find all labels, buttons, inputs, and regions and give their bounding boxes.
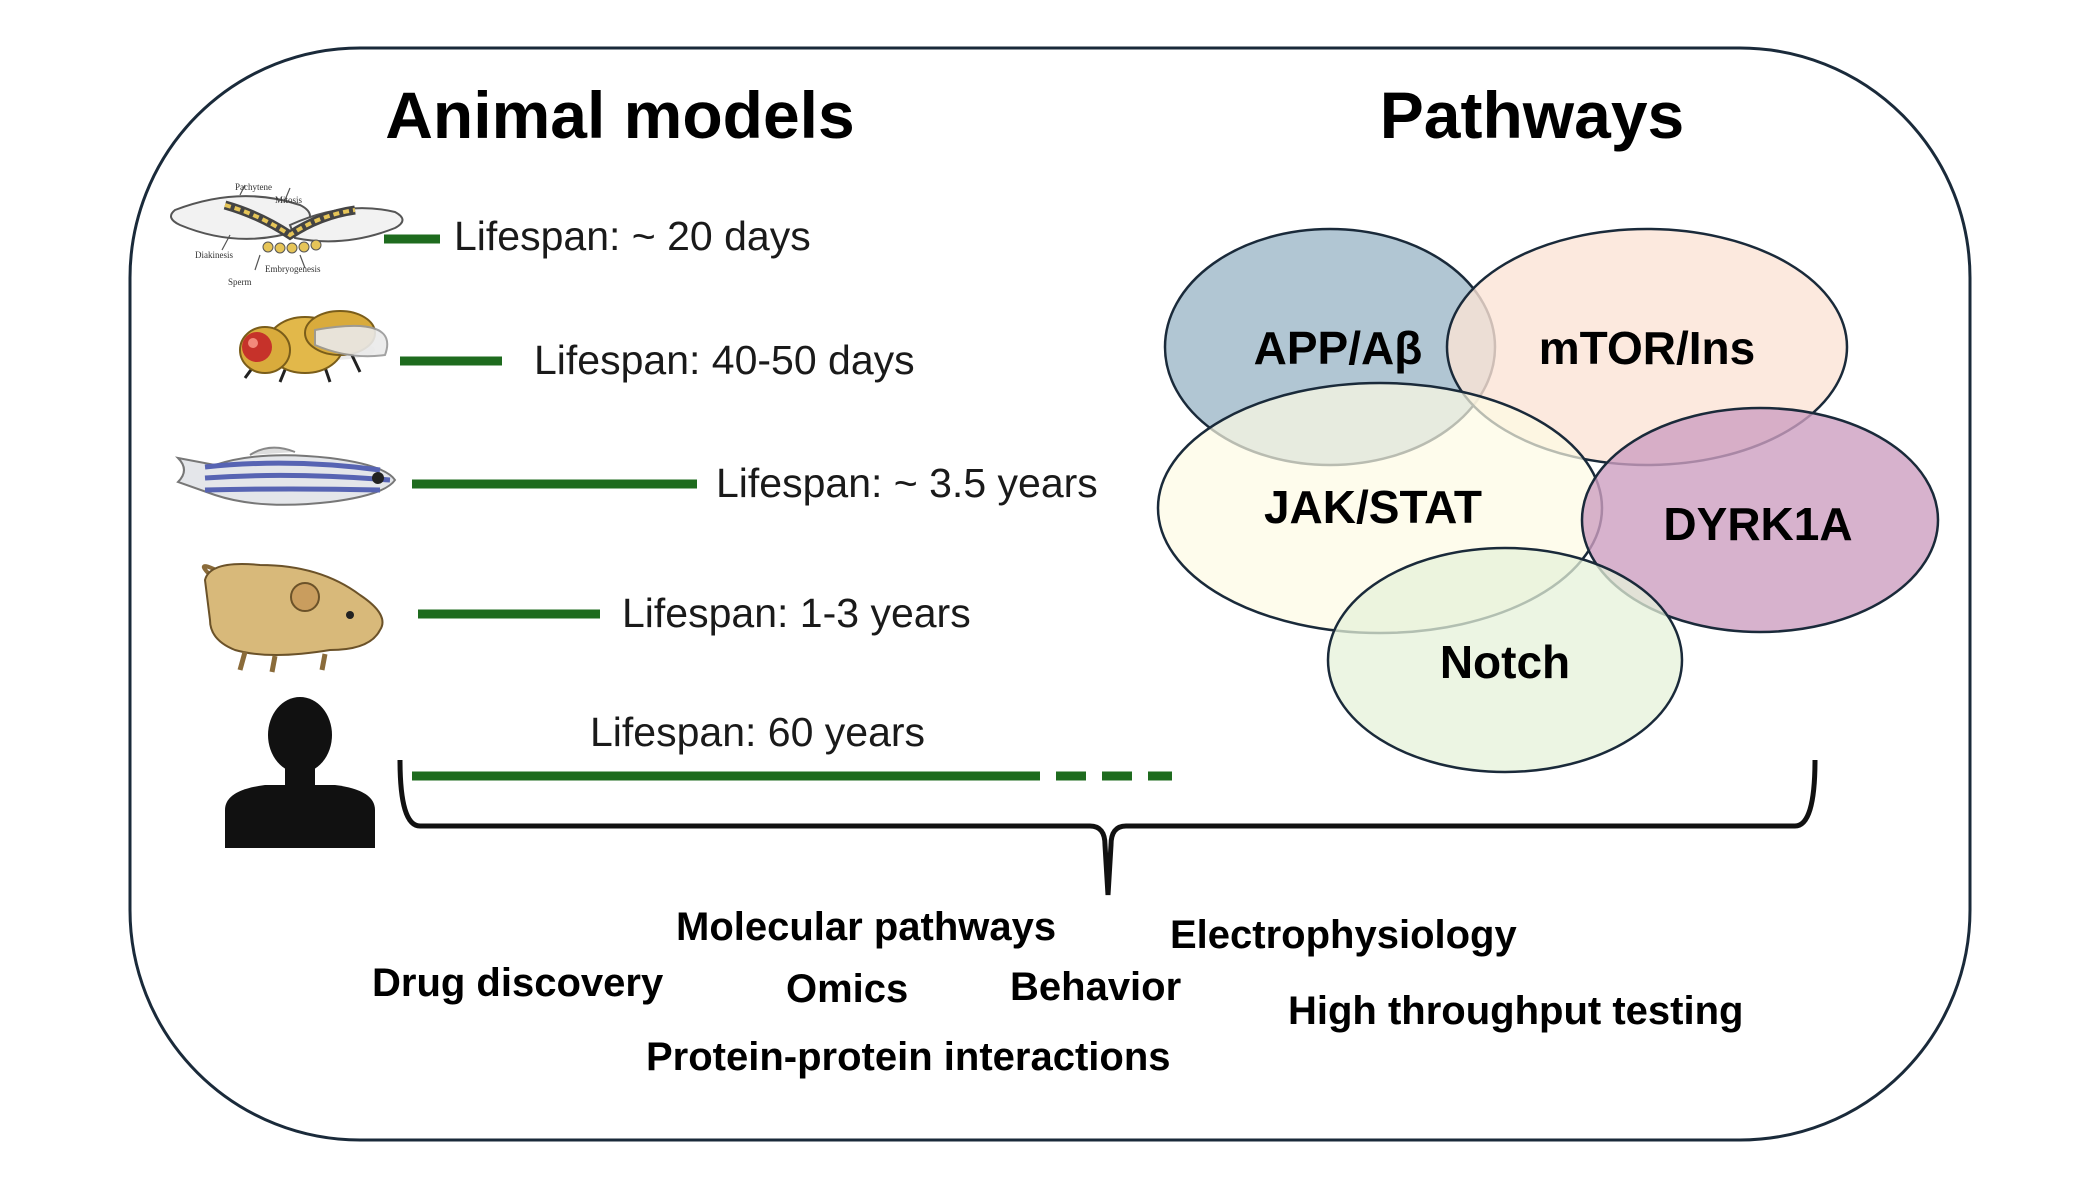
app-behavior: Behavior <box>1010 965 1181 1009</box>
app-omics: Omics <box>786 967 908 1011</box>
rounded-frame <box>128 46 1972 1142</box>
venn-label-jakstat: JAK/STAT <box>1264 481 1482 533</box>
venn-ellipse-dyrk1a <box>1580 406 1940 634</box>
grouping-brace <box>397 759 1818 896</box>
fly-lifespan-text: Lifespan: 40-50 days <box>534 337 915 383</box>
pathways-title: Pathways <box>1380 78 1684 152</box>
venn-label-app: APP/Aβ <box>1254 322 1423 374</box>
worm-label-pachytene: Pachytene <box>235 182 272 192</box>
human-lifespan-text: Lifespan: 60 years <box>590 709 925 755</box>
fly-icon <box>239 310 389 383</box>
app-drug-discovery: Drug discovery <box>372 961 664 1005</box>
venn-ellipse-notch <box>1326 546 1684 774</box>
mouse-icon <box>202 563 384 673</box>
worm-label-diakinesis: Diakinesis <box>195 250 233 260</box>
app-electrophysiology: Electrophysiology <box>1170 913 1517 957</box>
venn-label-notch: Notch <box>1440 636 1570 688</box>
worm-label-embryogenesis: Embryogenesis <box>265 264 321 274</box>
human-silhouette-icon <box>225 697 375 848</box>
venn-label-dyrk1a: DYRK1A <box>1663 498 1852 550</box>
worm-lifespan-text: Lifespan: ~ 20 days <box>454 213 811 259</box>
pathways-venn <box>1156 227 1940 774</box>
zebrafish-icon <box>175 446 397 506</box>
app-high-throughput-testing: High throughput testing <box>1288 989 1743 1033</box>
venn-label-mtor: mTOR/Ins <box>1539 322 1755 374</box>
mouse-lifespan-text: Lifespan: 1-3 years <box>622 590 971 636</box>
fish-lifespan-text: Lifespan: ~ 3.5 years <box>716 460 1098 506</box>
animal-models-title: Animal models <box>385 78 854 152</box>
app-molecular-pathways: Molecular pathways <box>676 905 1056 949</box>
worm-label-sperm: Sperm <box>228 277 252 287</box>
app-protein-protein-interactions: Protein-protein interactions <box>646 1035 1171 1079</box>
worm-label-mitosis: Mitosis <box>275 195 303 205</box>
worm-icon: Pachytene Mitosis Diakinesis Sperm Embry… <box>170 182 404 287</box>
